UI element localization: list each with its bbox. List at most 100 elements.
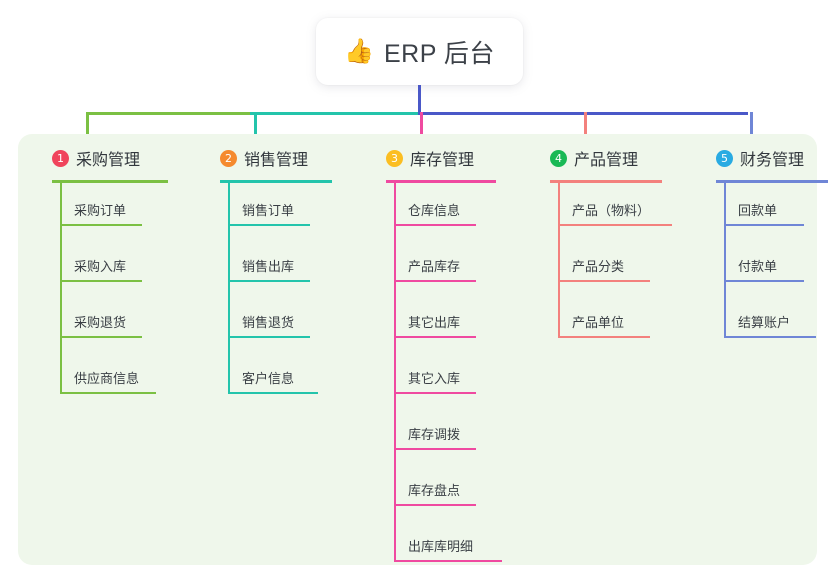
leaf-label: 产品单位 [572,315,625,330]
branch-spine-5 [724,183,726,338]
branch-title-2: 销售管理 [244,152,309,169]
leaf-rule [724,224,804,226]
leaf-rule [228,392,318,394]
leaf-label: 销售退货 [242,315,295,330]
branch-header-rule-1 [52,180,168,183]
leaf-node[interactable]: 付款单 [724,236,804,282]
branch-number-badge-2: 2 [220,149,237,167]
branch-spine-2 [228,183,230,394]
bus-segment-3 [418,112,748,115]
branch-number-badge-3: 3 [386,149,403,167]
leaf-node[interactable]: 回款单 [724,180,804,226]
branch-header-row: 4 产品管理 [550,146,638,170]
leaf-rule [394,392,476,394]
trunk-drop-line [418,85,421,115]
leaf-node[interactable]: 产品库存 [394,236,476,282]
leaf-node[interactable]: 客户信息 [228,348,318,394]
leaf-rule [60,392,156,394]
leaf-rule [558,280,650,282]
leaf-label: 付款单 [738,259,778,274]
leaf-node[interactable]: 产品单位 [558,292,650,338]
leaf-node[interactable]: 采购退货 [60,292,142,338]
leaf-label: 仓库信息 [408,203,461,218]
branch-title-1: 采购管理 [76,152,141,169]
leaf-label: 销售订单 [242,203,295,218]
leaf-rule [394,560,502,562]
leaf-node[interactable]: 结算账户 [724,292,816,338]
column-drop-line-2 [254,112,257,144]
leaf-node[interactable]: 采购入库 [60,236,142,282]
branch-title-3: 库存管理 [410,152,475,169]
leaf-label: 库存盘点 [408,483,461,498]
leaf-label: 采购入库 [74,259,127,274]
leaf-label: 供应商信息 [74,371,140,386]
leaf-node[interactable]: 销售退货 [228,292,310,338]
leaf-label: 销售出库 [242,259,295,274]
branch-spine-3 [394,183,396,562]
branch-header-row: 2 销售管理 [220,146,308,170]
branch-title-4: 产品管理 [574,152,639,169]
leaf-label: 采购退货 [74,315,127,330]
root-node-title: ERP 后台 [383,39,495,68]
leaf-label: 库存调拨 [408,427,461,442]
leaf-node[interactable]: 产品分类 [558,236,650,282]
leaf-node[interactable]: 采购订单 [60,180,142,226]
leaf-rule [394,280,476,282]
leaf-node[interactable]: 仓库信息 [394,180,476,226]
leaf-node[interactable]: 销售订单 [228,180,310,226]
branch-header-rule-3 [386,180,496,183]
leaf-rule [558,224,672,226]
leaf-rule [60,336,142,338]
column-drop-line-1 [86,112,89,144]
leaf-rule [394,224,476,226]
bus-segment-2 [250,112,420,115]
leaf-node[interactable]: 产品（物料） [558,180,672,226]
leaf-node[interactable]: 其它出库 [394,292,476,338]
leaf-label: 采购订单 [74,203,127,218]
column-drop-line-5 [750,112,753,144]
leaf-node[interactable]: 供应商信息 [60,348,156,394]
leaf-node[interactable]: 库存调拨 [394,404,476,450]
root-node-card[interactable]: 👍 ERP 后台 [316,18,523,85]
branch-spine-1 [60,183,62,394]
leaf-label: 回款单 [738,203,778,218]
leaf-label: 其它出库 [408,315,461,330]
leaf-node[interactable]: 库存盘点 [394,460,476,506]
branch-number-badge-5: 5 [716,149,733,167]
branch-header-rule-2 [220,180,332,183]
leaf-label: 其它入库 [408,371,461,386]
branch-number-badge-4: 4 [550,149,567,167]
leaf-rule [228,280,310,282]
column-drop-line-3 [420,112,423,144]
leaf-rule [724,336,816,338]
leaf-label: 客户信息 [242,371,295,386]
branch-number-badge-1: 1 [52,149,69,167]
branch-header-row: 5 财务管理 [716,146,804,170]
branch-header-rule-4 [550,180,662,183]
leaf-label: 产品分类 [572,259,625,274]
leaf-label: 产品库存 [408,259,461,274]
leaf-rule [558,336,650,338]
column-drop-line-4 [584,112,587,144]
leaf-rule [394,336,476,338]
branch-spine-4 [558,183,560,338]
leaf-label: 结算账户 [738,315,791,330]
root-node-content: 👍 ERP 后台 [344,34,495,70]
leaf-rule [228,336,310,338]
leaf-node[interactable]: 出库库明细 [394,516,502,562]
branch-header-row: 1 采购管理 [52,146,140,170]
thumbs-up-icon: 👍 [344,37,374,65]
leaf-rule [394,448,476,450]
leaf-rule [228,224,310,226]
leaf-rule [394,504,476,506]
bus-segment-1 [86,112,252,115]
branches-panel: 1 采购管理采购订单采购入库采购退货供应商信息 2 销售管理销售订单销售出库销售退货客… [18,134,828,565]
leaf-node[interactable]: 销售出库 [228,236,310,282]
branch-header-rule-5 [716,180,828,183]
leaf-rule [724,280,804,282]
branch-title-5: 财务管理 [740,152,805,169]
leaf-rule [60,224,142,226]
leaf-node[interactable]: 其它入库 [394,348,476,394]
leaf-rule [60,280,142,282]
